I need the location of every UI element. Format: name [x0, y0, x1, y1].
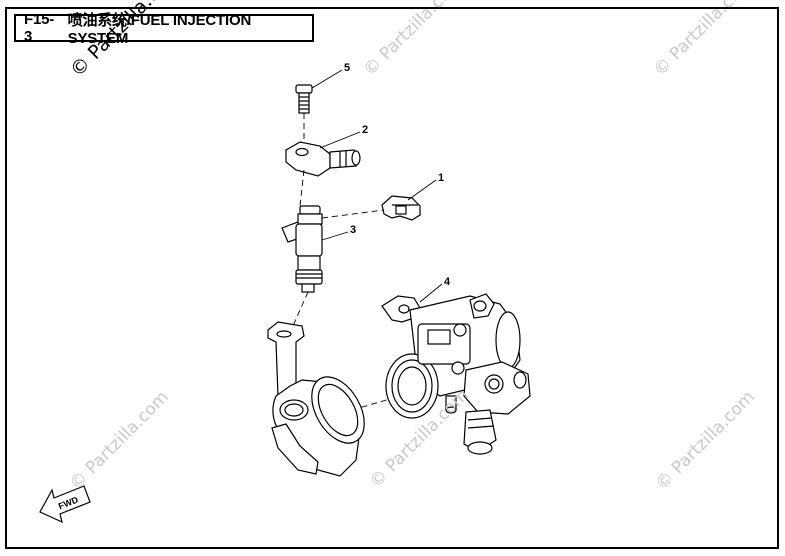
- callout-2[interactable]: 2: [362, 124, 369, 136]
- fwd-arrow: [39, 485, 91, 524]
- injector-clip-part: [381, 195, 421, 221]
- callout-5[interactable]: 5: [344, 62, 351, 74]
- fuel-rail-connector-part: [285, 141, 361, 177]
- callout-leaders: [311, 69, 443, 303]
- throttle-body-part: [381, 293, 531, 455]
- bolt-part: [295, 84, 313, 114]
- diagram-title-text: 喷油系统/FUEL INJECTION SYSTEM: [67, 12, 252, 47]
- callout-1[interactable]: 1: [438, 172, 445, 184]
- intake-boot-part: [267, 321, 365, 477]
- fuel-injector-part: [281, 205, 323, 293]
- diagram-code: F15-3: [24, 11, 55, 45]
- diagram-title: F15-3 喷油系统/FUEL INJECTION SYSTEM: [14, 11, 314, 47]
- callout-4[interactable]: 4: [444, 276, 451, 288]
- callout-3[interactable]: 3: [350, 224, 357, 236]
